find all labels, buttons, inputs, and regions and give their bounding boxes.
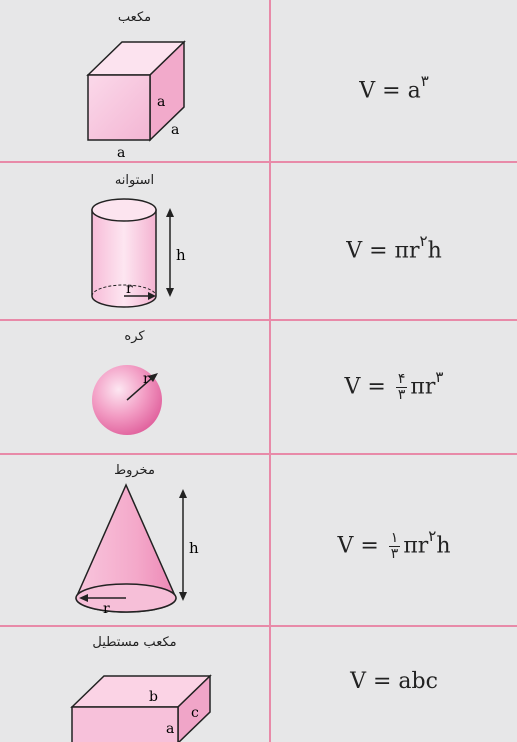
cuboid-front-face <box>71 706 179 742</box>
cone-figure: r h <box>75 483 199 617</box>
row-cube: مکعب a a a V = a۳ <box>0 0 517 163</box>
formula-cuboid: V = abc <box>350 669 438 694</box>
cuboid-edge-label-top: b <box>149 689 158 705</box>
cube-edge-label-front: a <box>157 94 165 110</box>
shape-name-cube: مکعب <box>117 10 152 25</box>
cylinder-top <box>91 198 157 222</box>
cylinder-hidden-edge <box>91 284 157 297</box>
cuboid-figure: b c a <box>70 674 212 742</box>
cylinder-height-arrow-up <box>166 208 174 217</box>
cone-radius-label: r <box>103 601 110 617</box>
cube-edge-label-side: a <box>171 122 179 138</box>
formula-cylinder: V = πr۲h <box>346 232 442 264</box>
cone-height-arrow-down <box>179 592 187 601</box>
sphere-radius-arrowhead <box>148 373 158 382</box>
cylinder-body <box>91 209 157 308</box>
row-cuboid: مکعب مستطیل b c a V = abc <box>0 627 517 742</box>
cone-height-arrow-up <box>179 489 187 498</box>
sphere-radius-label: r <box>143 371 150 387</box>
cuboid-edge-label-side: c <box>191 705 199 721</box>
cylinder-height-arrow-down <box>166 288 174 297</box>
cone-height-label: h <box>189 539 199 557</box>
shape-name-cuboid: مکعب مستطیل <box>92 635 177 650</box>
shape-name-cone: مخروط <box>114 463 155 478</box>
shape-name-sphere: کره <box>124 329 145 344</box>
formula-cube: V = a۳ <box>359 72 429 104</box>
sphere-radius-line <box>126 377 153 401</box>
cone-radius-arrowhead <box>79 594 88 602</box>
shape-name-cylinder: استوانه <box>114 173 155 188</box>
cuboid-edge-label-front: a <box>166 721 174 737</box>
row-cylinder: استوانه r h V = πr۲h <box>0 163 517 321</box>
cube-front-face <box>87 74 151 141</box>
column-divider <box>269 0 271 742</box>
cube-figure: a a a <box>86 40 186 161</box>
sphere-figure: r <box>92 365 162 435</box>
cylinder-height-label: h <box>176 246 186 264</box>
cylinder-figure: r h <box>91 198 186 308</box>
cube-edge-label-bottom: a <box>117 145 125 161</box>
cylinder-radius-label: r <box>126 281 133 297</box>
cylinder-radius-arrowhead <box>148 292 156 300</box>
